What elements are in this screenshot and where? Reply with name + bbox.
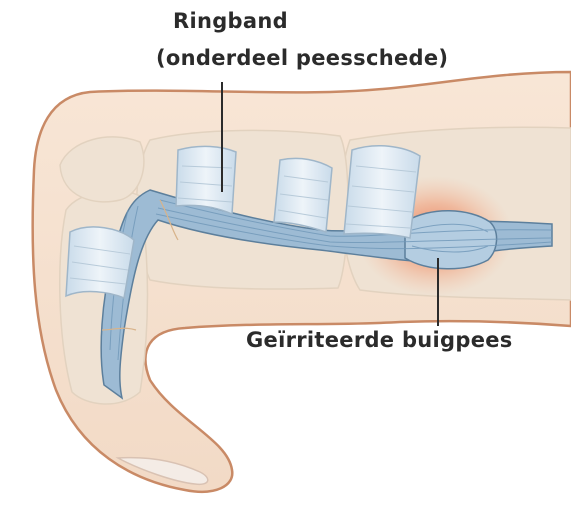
pulley-a3 bbox=[176, 146, 236, 214]
ringband-label: Ringband bbox=[173, 9, 288, 33]
pulley-a2-left bbox=[274, 158, 332, 232]
ringband-sublabel: (onderdeel peesschede) bbox=[156, 46, 448, 70]
irritated-tendon-label: Geïrriteerde buigpees bbox=[246, 328, 513, 352]
